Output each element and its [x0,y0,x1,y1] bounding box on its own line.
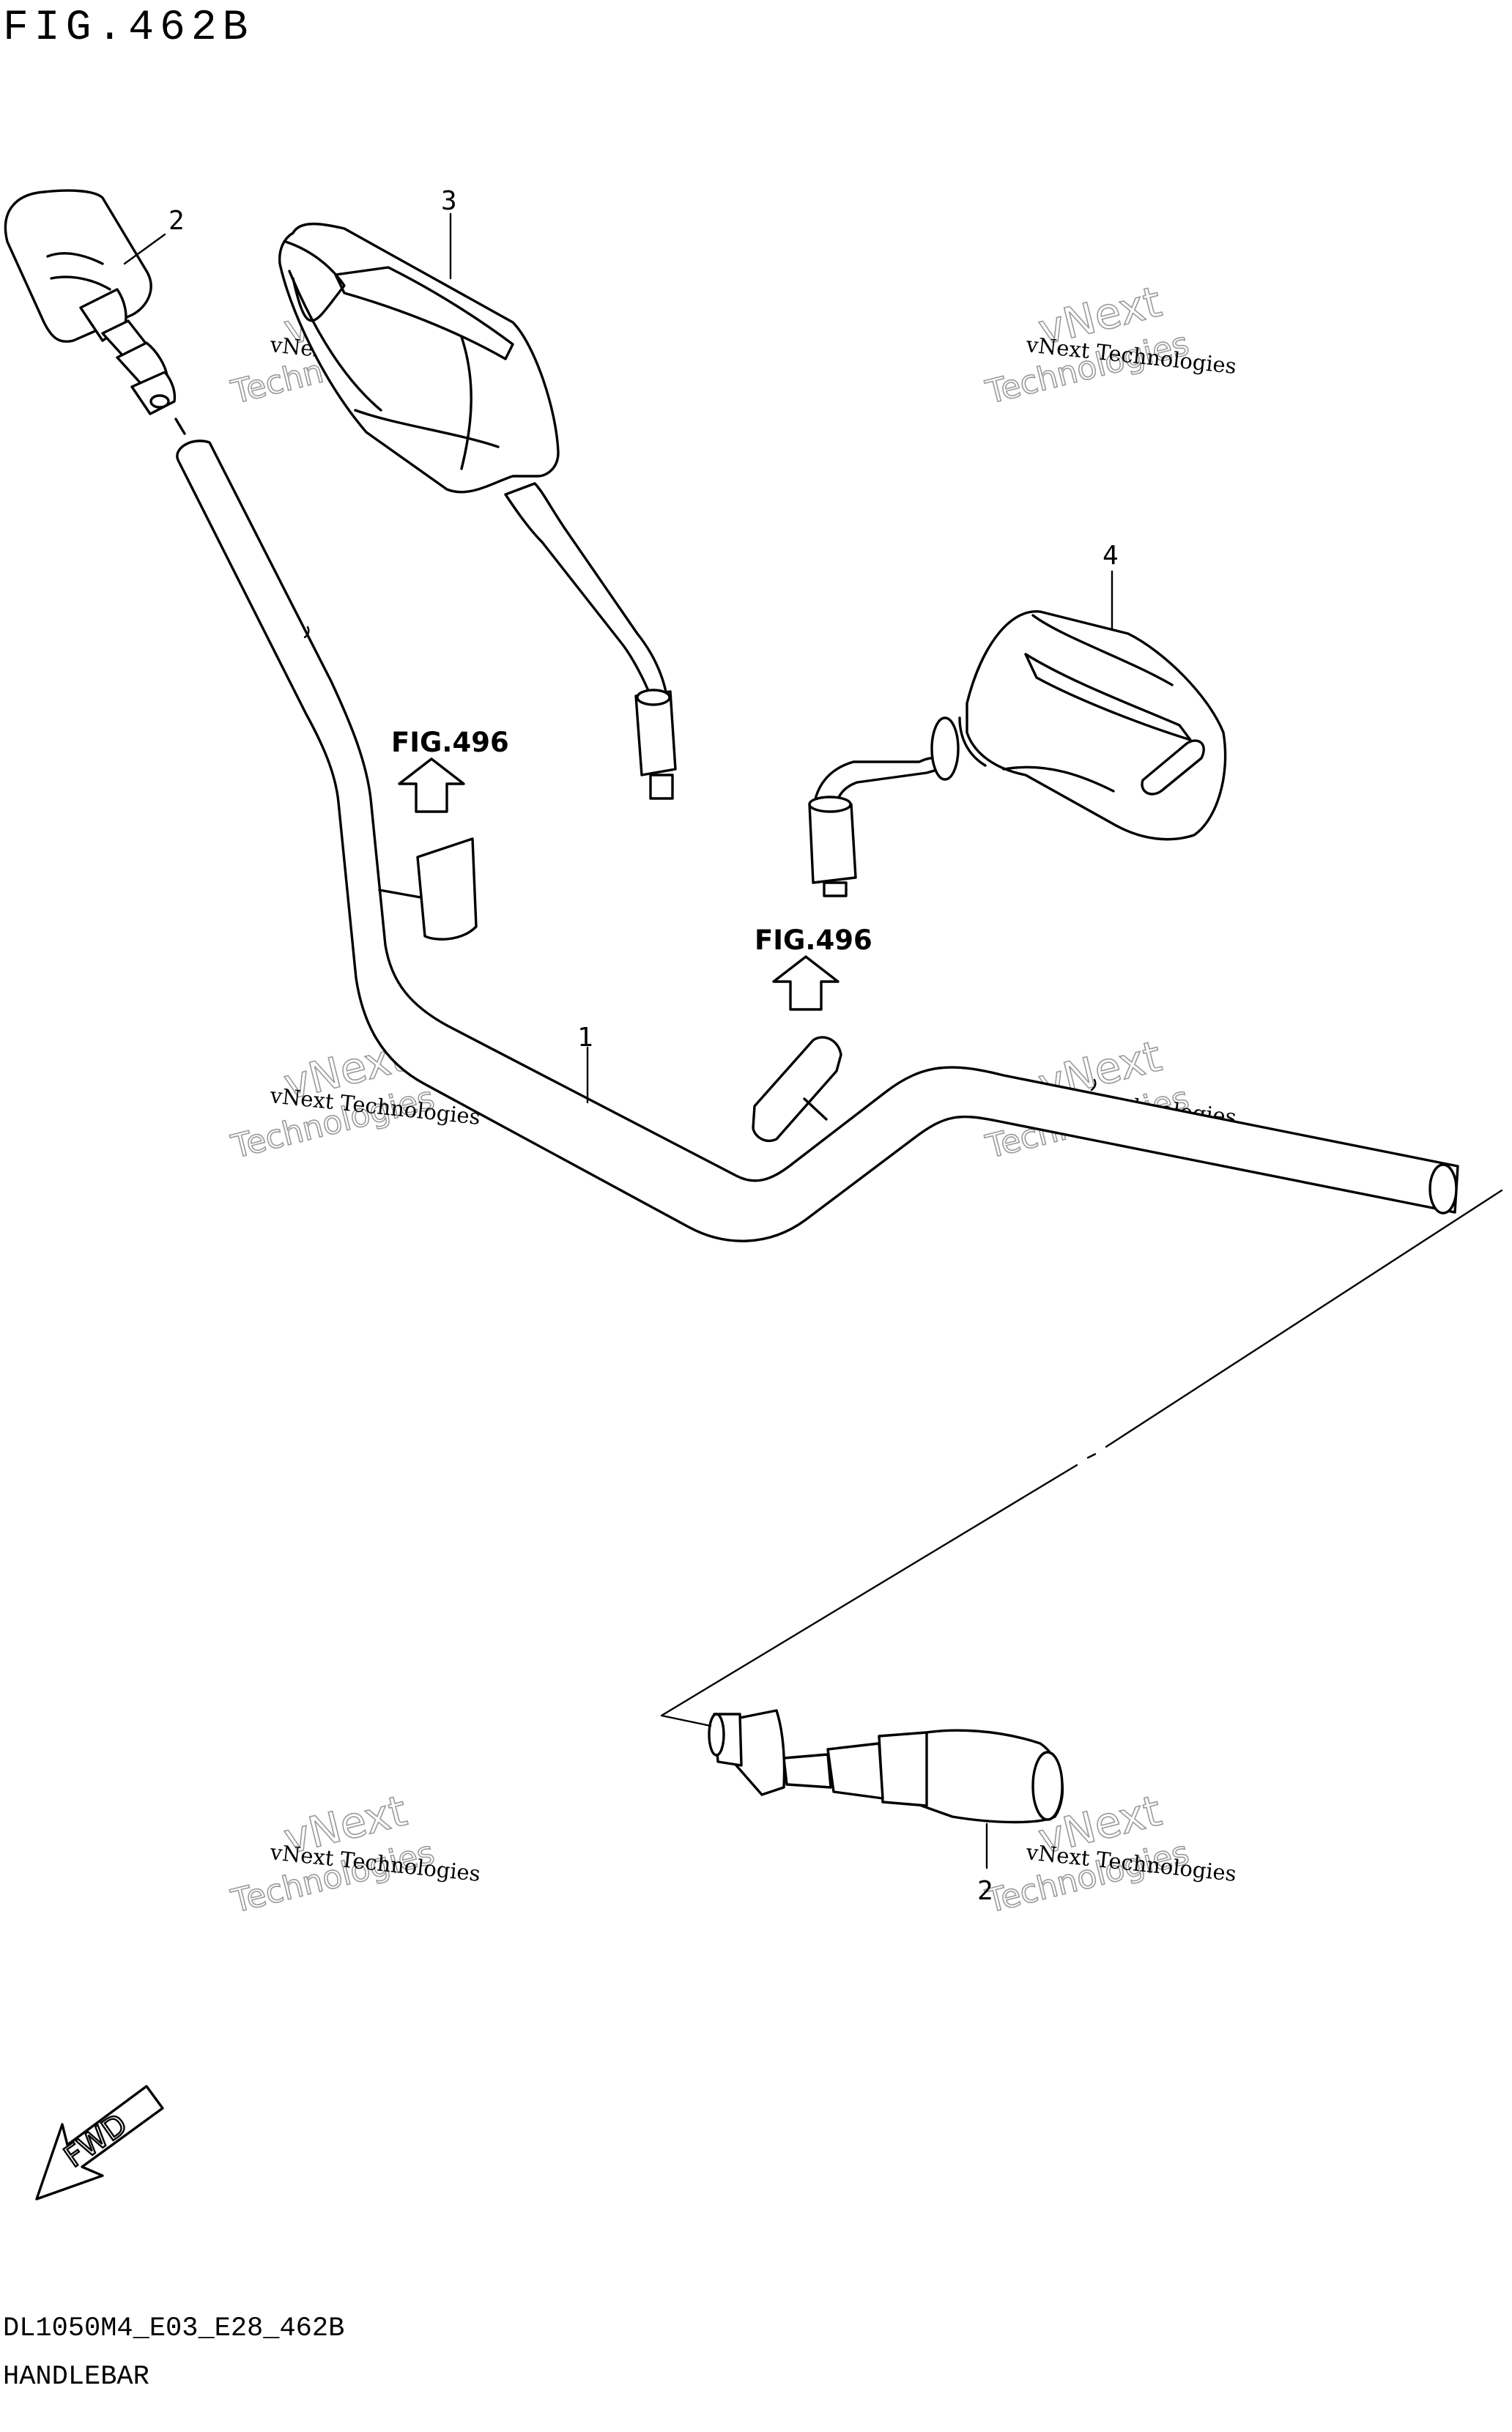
balancer-left [4,189,186,435]
callout-number-1[interactable]: 1 [577,1023,593,1053]
forward-arrow-icon [35,2085,164,2201]
callout-number-3[interactable]: 3 [441,186,457,216]
diagram-name: HANDLEBAR [3,2362,149,2392]
figure-title: FIG.462B [3,4,254,52]
figure-reference-label: FIG.496 [391,727,509,758]
center-mark-left [303,626,310,639]
mirror-right [278,222,677,800]
figure-reference-left[interactable]: FIG.496 [391,727,509,813]
switch-sleeve-right [752,1036,842,1142]
forward-direction-indicator: FWD [35,2085,164,2201]
callout-number-2-top[interactable]: 2 [168,206,185,236]
leader-lines [123,212,1113,1869]
balancer-right [708,1709,1064,1824]
figure-reference-label: FIG.496 [755,924,872,956]
switch-sleeve-left [378,837,478,941]
callout-number-4[interactable]: 4 [1102,541,1119,571]
arrow-up-icon [772,955,840,1011]
figure-reference-right[interactable]: FIG.496 [755,924,872,1011]
callout-number-2-bottom[interactable]: 2 [977,1876,993,1906]
handlebar [176,440,1459,1242]
center-mark-right [1090,1078,1097,1091]
arrow-up-icon [398,757,465,813]
mirror-left [808,610,1227,897]
handlebar-right-end [1428,1163,1458,1215]
diagram-code: DL1050M4_E03_E28_462B [3,2313,345,2344]
assembly-line [660,1189,1503,1727]
